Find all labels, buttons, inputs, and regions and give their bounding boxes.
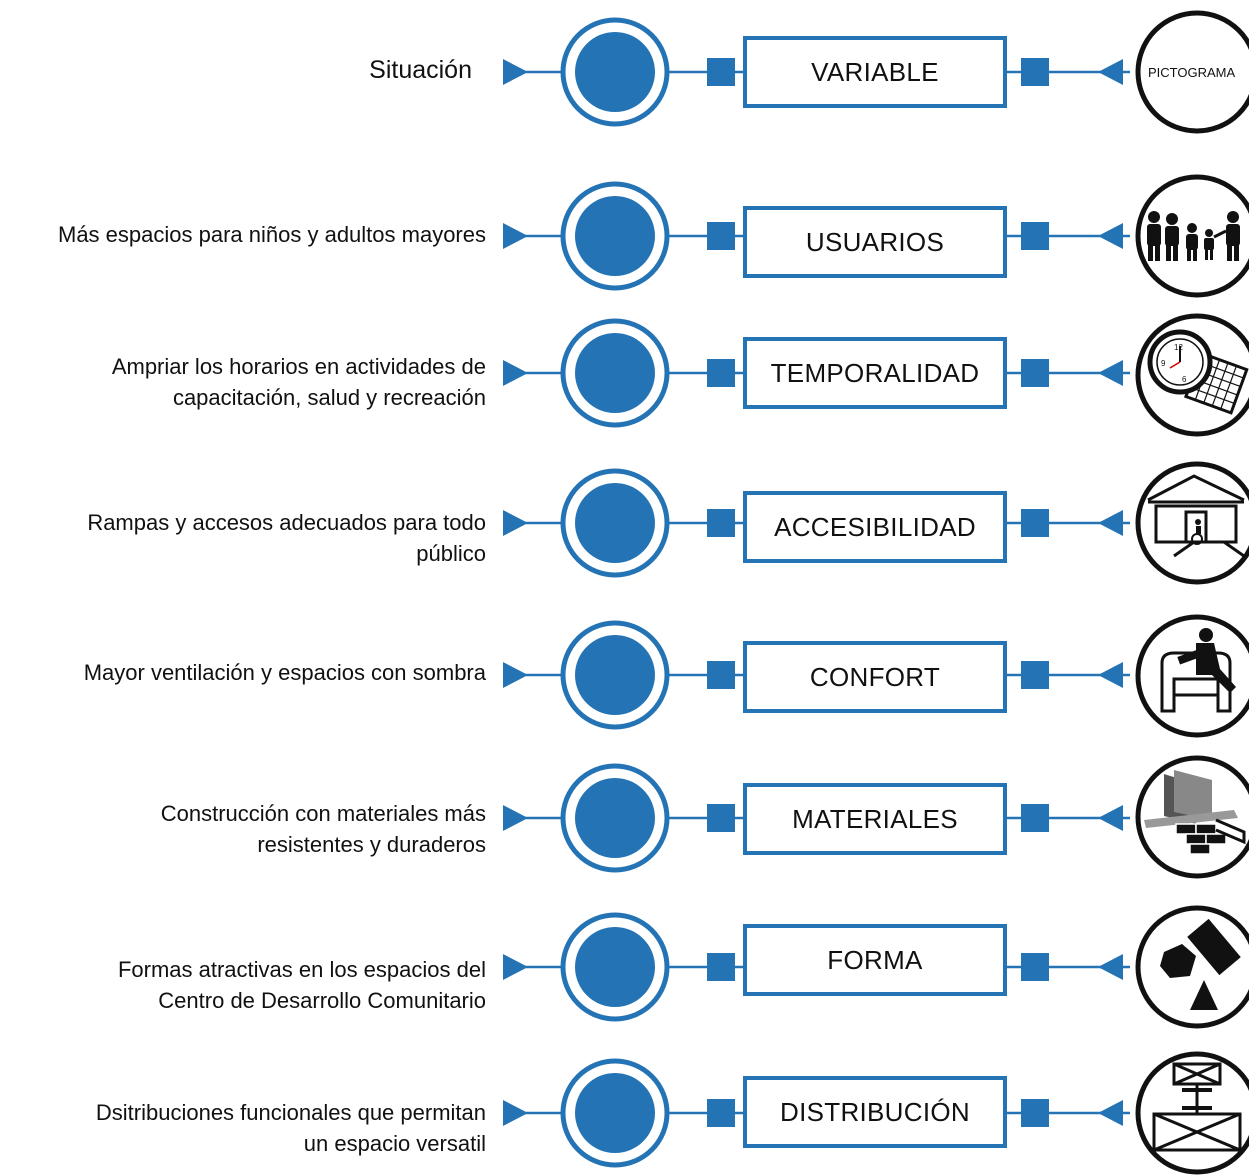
diagram-row-forma: Formas atractivas en los espacios del Ce… xyxy=(0,905,1249,1029)
square-marker-icon xyxy=(1021,359,1049,387)
node-circle-icon xyxy=(575,635,655,715)
clock-number: 12 xyxy=(1174,343,1183,352)
variable-box: FORMA xyxy=(743,924,1007,996)
variable-label: TEMPORALIDAD xyxy=(770,357,980,388)
diagram-row-temporalidad: Ampriar los horarios en actividades de c… xyxy=(0,313,1249,437)
situacion-text: Situación xyxy=(369,56,472,84)
variable-label: CONFORT xyxy=(809,661,941,692)
arrow-left-icon xyxy=(1098,805,1123,831)
connector-line xyxy=(503,912,1130,1022)
variable-label: FORMA xyxy=(827,944,923,975)
arrow-right-icon xyxy=(503,360,528,386)
situacion-text: Más espacios para niños y adultos mayore… xyxy=(58,222,486,247)
node-circle-icon xyxy=(575,1073,655,1153)
person-armchair-icon xyxy=(1135,614,1249,738)
square-marker-icon xyxy=(707,953,735,981)
variable-box: TEMPORALIDAD xyxy=(743,337,1007,409)
arrow-right-icon xyxy=(503,662,528,688)
diagram-row-confort: Mayor ventilación y espacios con sombra … xyxy=(0,614,1249,738)
clock-number: 6 xyxy=(1182,375,1187,384)
connector-line xyxy=(503,620,1130,730)
arrow-right-icon xyxy=(503,1100,528,1126)
situacion-text: Ampriar los horarios en actividades de c… xyxy=(111,354,486,410)
connector-line xyxy=(503,763,1130,873)
connector-line xyxy=(503,17,1130,127)
arrow-right-icon xyxy=(503,510,528,536)
pictograma-label: PICTOGRAMA xyxy=(1148,65,1235,80)
variable-box: DISTRIBUCIÓN xyxy=(743,1076,1007,1148)
connector-line xyxy=(503,1058,1130,1168)
node-circle-icon xyxy=(575,778,655,858)
arrow-left-icon xyxy=(1098,662,1123,688)
square-marker-icon xyxy=(1021,58,1049,86)
building-materials-icon xyxy=(1135,755,1249,879)
square-marker-icon xyxy=(1021,1099,1049,1127)
diagram-row-usuarios: Más espacios para niños y adultos mayore… xyxy=(0,174,1249,298)
square-marker-icon xyxy=(707,804,735,832)
situacion-text: Dsitribuciones funcionales que permitan … xyxy=(95,1100,486,1156)
square-marker-icon xyxy=(1021,222,1049,250)
node-circle-icon xyxy=(575,927,655,1007)
square-marker-icon xyxy=(1021,804,1049,832)
node-circle-icon xyxy=(575,32,655,112)
arrow-left-icon xyxy=(1098,510,1123,536)
connector-line xyxy=(503,468,1130,578)
variable-box: CONFORT xyxy=(743,641,1007,713)
arrow-right-icon xyxy=(503,954,528,980)
square-marker-icon xyxy=(1021,509,1049,537)
connector-line xyxy=(503,318,1130,428)
clock-number: 9 xyxy=(1161,359,1166,368)
situacion-text: Mayor ventilación y espacios con sombra xyxy=(83,660,486,685)
arrow-right-icon xyxy=(503,59,528,85)
variable-box: MATERIALES xyxy=(743,783,1007,855)
square-marker-icon xyxy=(1021,661,1049,689)
variable-label: ACCESIBILIDAD xyxy=(774,511,976,542)
diagram-row-header: Situación VARIABLE PICTOGRAMA xyxy=(0,10,1249,134)
square-marker-icon xyxy=(707,509,735,537)
node-circle-icon xyxy=(575,196,655,276)
square-marker-icon xyxy=(707,359,735,387)
square-marker-icon xyxy=(1021,953,1049,981)
arrow-right-icon xyxy=(503,223,528,249)
variable-label: MATERIALES xyxy=(792,803,958,834)
arrow-left-icon xyxy=(1098,1100,1123,1126)
situacion-text: Construcción con materiales más resisten… xyxy=(160,801,486,857)
variable-box: USUARIOS xyxy=(743,206,1007,278)
accessible-house-icon xyxy=(1135,461,1249,585)
geometric-shapes-icon xyxy=(1135,905,1249,1029)
connector-line xyxy=(503,181,1130,291)
pictograma-label-icon: PICTOGRAMA xyxy=(1135,10,1249,134)
variable-label: USUARIOS xyxy=(805,226,945,257)
diagram-row-materiales: Construcción con materiales más resisten… xyxy=(0,755,1249,879)
square-marker-icon xyxy=(707,661,735,689)
family-icon xyxy=(1135,174,1249,298)
clock-calendar-icon: 12 9 6 xyxy=(1135,313,1249,437)
arrow-right-icon xyxy=(503,805,528,831)
arrow-left-icon xyxy=(1098,360,1123,386)
situacion-text: Formas atractivas en los espacios del Ce… xyxy=(117,957,486,1013)
square-marker-icon xyxy=(707,1099,735,1127)
variable-box: ACCESIBILIDAD xyxy=(743,491,1007,563)
node-circle-icon xyxy=(575,333,655,413)
variable-box: VARIABLE xyxy=(743,36,1007,108)
variable-label: VARIABLE xyxy=(811,56,939,87)
diagram-row-accesibilidad: Rampas y accesos adecuados para todo púb… xyxy=(0,461,1249,585)
arrow-left-icon xyxy=(1098,59,1123,85)
arrow-left-icon xyxy=(1098,954,1123,980)
diagram-row-distribucion: Dsitribuciones funcionales que permitan … xyxy=(0,1051,1249,1175)
square-marker-icon xyxy=(707,222,735,250)
node-circle-icon xyxy=(575,483,655,563)
floor-plan-distribution-icon xyxy=(1135,1051,1249,1175)
arrow-left-icon xyxy=(1098,223,1123,249)
variable-label: DISTRIBUCIÓN xyxy=(780,1096,970,1127)
square-marker-icon xyxy=(707,58,735,86)
situacion-text: Rampas y accesos adecuados para todo púb… xyxy=(87,510,486,566)
